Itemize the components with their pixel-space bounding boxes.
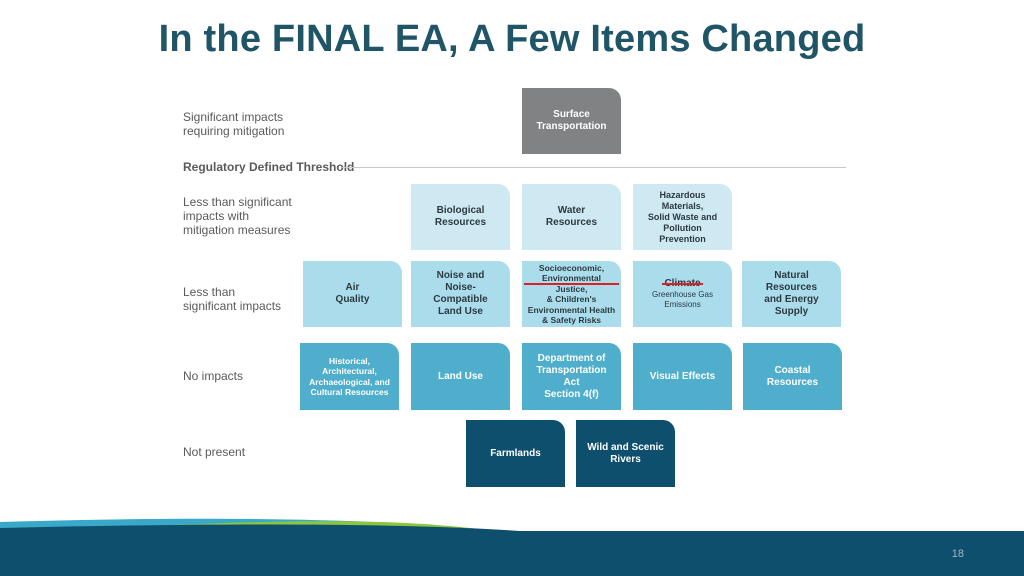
box-text: Archaeological, and	[309, 376, 390, 387]
box-text: Rivers	[610, 453, 641, 465]
box-text: Wild and Scenic	[587, 441, 664, 453]
box-text: Surface	[553, 109, 590, 120]
box-wild-scenic-rivers: Wild and Scenic Rivers	[576, 420, 675, 487]
box-air-quality: Air Quality	[303, 261, 402, 327]
box-text: Land Use	[437, 370, 483, 382]
box-text: Solid Waste and	[647, 211, 718, 222]
footer-bar	[0, 531, 1024, 576]
struck-text: Climate	[664, 278, 701, 289]
box-historical: Historical, Architectural, Archaeologica…	[300, 343, 399, 410]
box-text: Transportation	[536, 121, 607, 132]
box-dot-act: Department of Transportation Act Section…	[522, 343, 621, 410]
box-text: Coastal Resources	[766, 364, 819, 388]
threshold-label: Regulatory Defined Threshold	[183, 160, 355, 174]
replacement-text: Greenhouse Gas	[652, 290, 713, 299]
box-hazardous-materials: Hazardous Materials, Solid Waste and Pol…	[633, 184, 732, 250]
box-text: and Energy Supply	[764, 294, 819, 317]
box-text: Noise- Compatible	[433, 282, 488, 305]
box-climate: Climate Greenhouse Gas Emissions	[633, 261, 732, 327]
box-text: Farmlands	[490, 447, 541, 459]
box-text: Resources	[545, 217, 598, 228]
box-socioeconomic: Socioeconomic, Environmental Justice, & …	[522, 261, 621, 327]
row-label-line: Significant impacts	[183, 110, 284, 124]
box-text: Noise and	[436, 270, 485, 281]
row-label-line: mitigation measures	[183, 223, 291, 237]
box-natural-resources: Natural Resources and Energy Supply	[742, 261, 841, 327]
row-label-line: significant impacts	[183, 299, 282, 313]
box-land-use: Land Use	[411, 343, 510, 410]
box-text: Pollution Prevention	[659, 222, 706, 244]
box-text: Resources	[434, 217, 487, 228]
row-label-not-present: Not present	[183, 445, 246, 459]
slide-title: In the FINAL EA, A Few Items Changed	[158, 18, 866, 60]
row-label-line: impacts with	[183, 209, 250, 223]
box-text: & Children's	[546, 294, 597, 304]
row-label-no-impacts: No impacts	[183, 369, 244, 383]
box-water-resources: Water Resources	[522, 184, 621, 250]
row-label-line: Less than significant	[183, 195, 292, 209]
box-text: Air	[345, 282, 360, 293]
box-noise: Noise and Noise- Compatible Land Use	[411, 261, 510, 327]
box-text: & Safety Risks	[541, 315, 602, 325]
box-text: Architectural,	[322, 366, 377, 376]
box-text: Water	[557, 205, 586, 216]
row-label-line: Less than	[183, 285, 236, 299]
row-label-mitigated: Less than significant impacts with mitig…	[183, 195, 292, 237]
box-text: Cultural Resources	[310, 387, 389, 397]
box-text: Transportation Act	[536, 364, 607, 388]
box-text: Department of	[537, 352, 606, 364]
box-text: Land Use	[437, 306, 483, 317]
replacement-text: Emissions	[664, 300, 701, 309]
row-label-significant: Significant impacts requiring mitigation	[183, 110, 284, 138]
row-label-less-than: Less than significant impacts	[183, 285, 281, 313]
page-number: 18	[951, 548, 964, 560]
box-text: Hazardous Materials,	[659, 189, 706, 211]
box-text: Section 4(f)	[544, 388, 599, 400]
box-coastal-resources: Coastal Resources	[743, 343, 842, 410]
box-farmlands: Farmlands	[466, 420, 565, 487]
box-text: Environmental Health	[527, 304, 616, 315]
box-surface-transportation: Surface Transportation	[522, 88, 621, 154]
box-text: Historical,	[328, 355, 371, 366]
box-text: Natural Resources	[765, 270, 818, 293]
box-visual-effects: Visual Effects	[633, 343, 732, 410]
box-text: Biological	[436, 205, 485, 216]
box-text: Quality	[335, 294, 370, 305]
box-text: Visual Effects	[649, 370, 716, 382]
struck-text: Environmental Justice,	[526, 273, 617, 294]
row-label-line: requiring mitigation	[183, 124, 285, 138]
box-biological-resources: Biological Resources	[411, 184, 510, 250]
threshold-divider	[342, 167, 846, 168]
box-text: Socioeconomic,	[538, 262, 605, 273]
